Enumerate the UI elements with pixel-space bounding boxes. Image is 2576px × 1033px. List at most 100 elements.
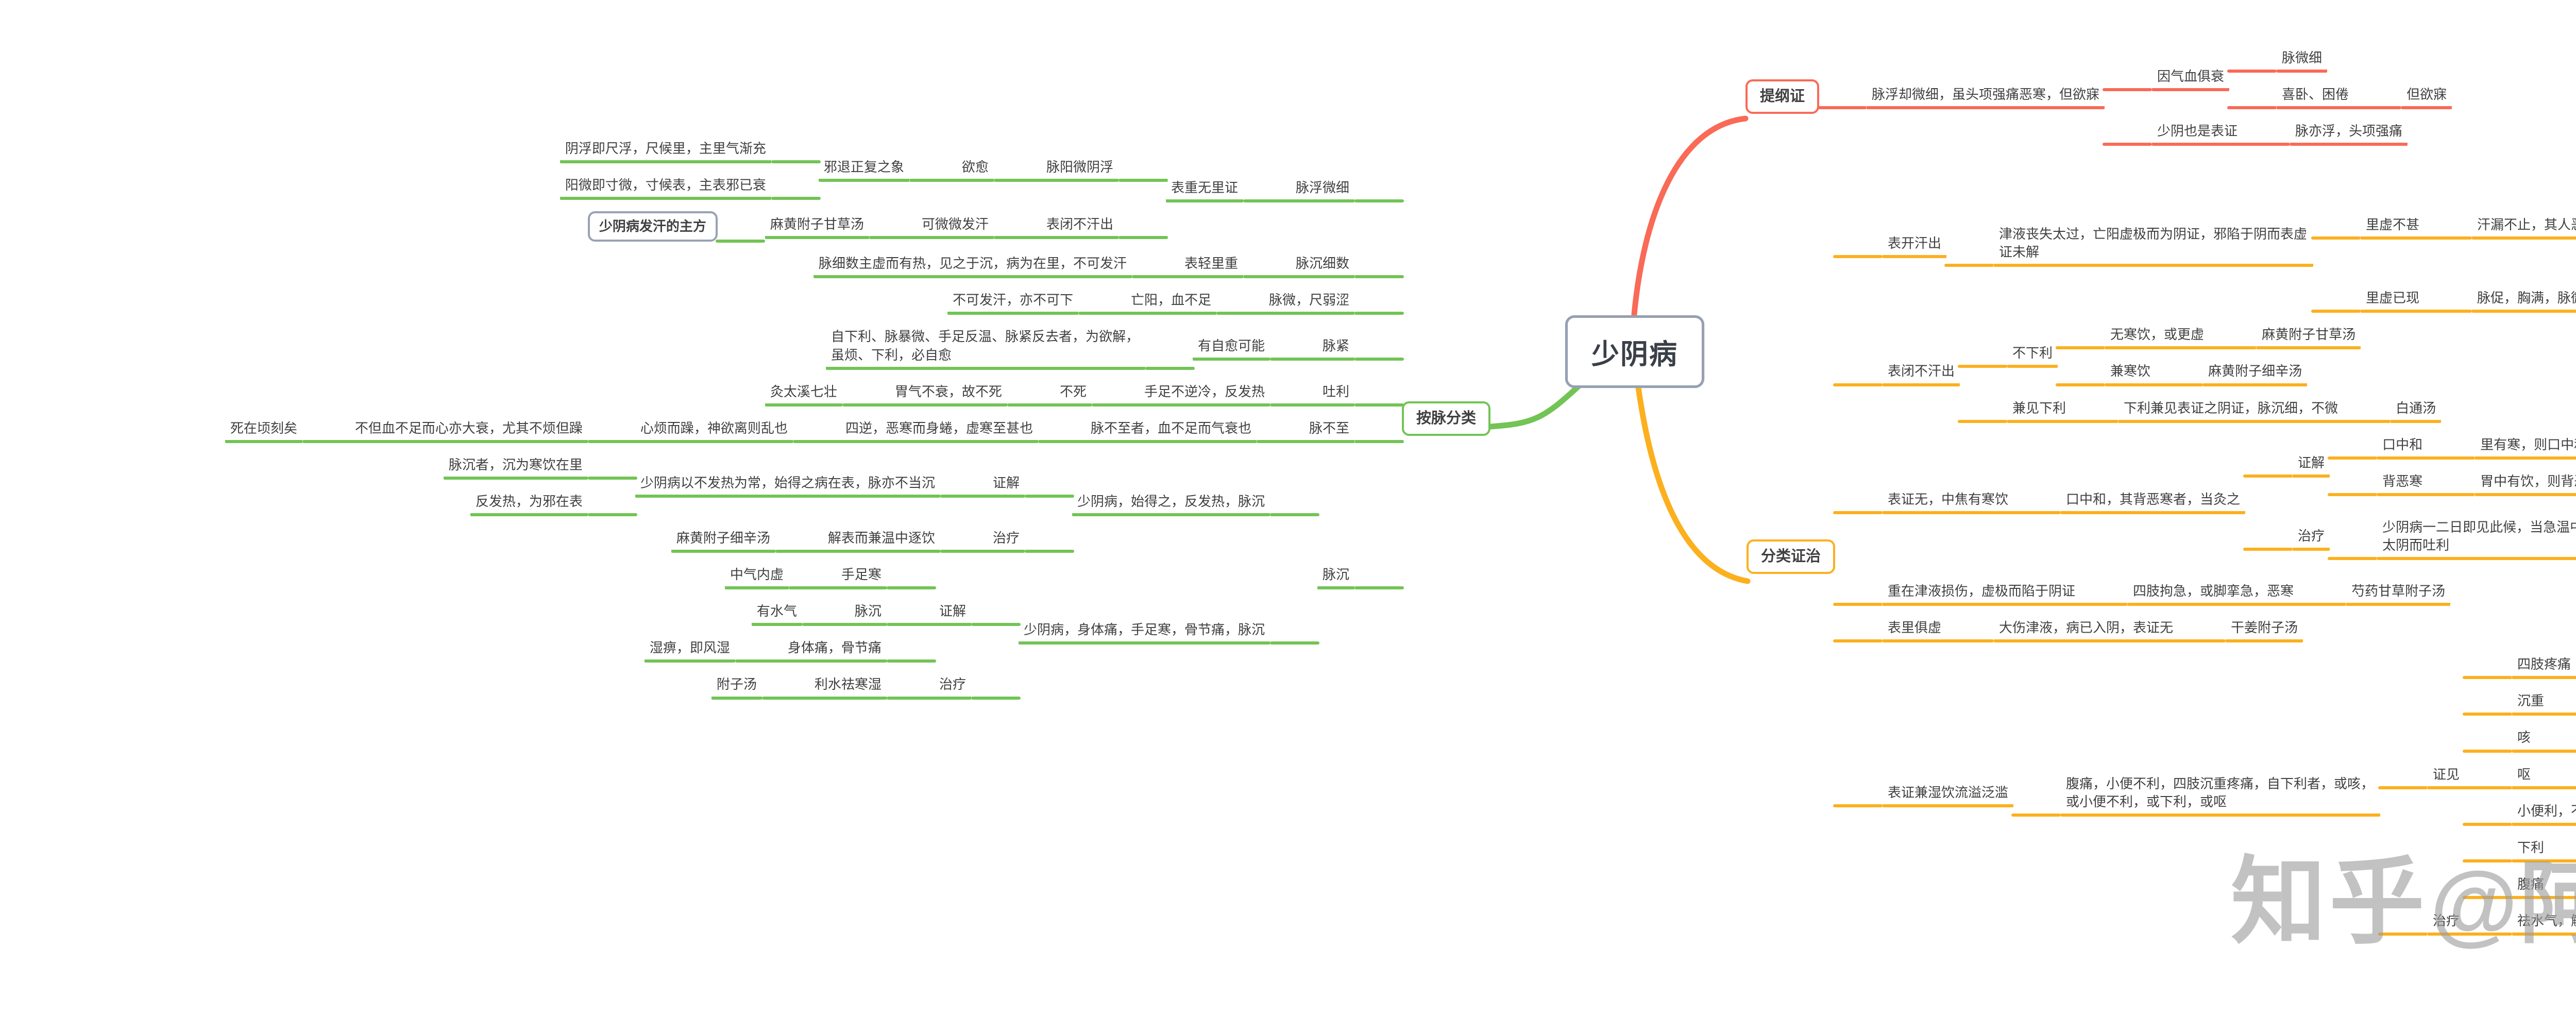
topic-node[interactable]: 灸太溪七壮 bbox=[765, 381, 892, 407]
topic-node[interactable]: 口中和 bbox=[2328, 434, 2428, 460]
topic-node[interactable]: 白通汤 bbox=[2341, 398, 2442, 423]
topic-node[interactable]: 证解 bbox=[2243, 452, 2330, 478]
topic-node[interactable]: 无寒饮，或更虚 bbox=[2056, 324, 2210, 350]
topic-node[interactable]: 不下利 bbox=[1958, 343, 2058, 368]
topic-node[interactable]: 表轻里重 bbox=[1179, 253, 1293, 279]
topic-node[interactable]: 表重无里证 bbox=[1165, 177, 1293, 203]
topic-node[interactable]: 有水气 bbox=[751, 601, 852, 626]
topic-node[interactable]: 下利 bbox=[2463, 837, 2550, 862]
topic-node[interactable]: 证见 bbox=[2378, 764, 2465, 789]
branch-root-topic[interactable]: 分类证治 bbox=[1747, 539, 1836, 574]
branch-root-topic[interactable]: 提纲证 bbox=[1745, 79, 1820, 114]
topic-node[interactable]: 麻黄附子细辛汤 bbox=[2154, 361, 2308, 386]
topic-node[interactable]: 脉沉者，沉为寒饮在里 bbox=[443, 454, 637, 480]
topic-node[interactable]: 少阴病一二日即见此候，当急温中逐饮，缓则必并于太阴而吐利 bbox=[2328, 517, 2576, 561]
topic-node[interactable]: 里虚不甚 bbox=[2311, 214, 2425, 240]
topic-node[interactable]: 不但血不足而心亦大衰，尤其不烦但躁 bbox=[349, 418, 637, 443]
topic-node[interactable]: 治疗 bbox=[987, 528, 1074, 553]
topic-node[interactable]: 利水祛寒湿 bbox=[809, 674, 936, 700]
topic-node[interactable]: 四肢疼痛 bbox=[2463, 654, 2576, 680]
topic-node[interactable]: 脉细数主虚而有热，见之于沉，病为在里，不可发汗 bbox=[813, 253, 1181, 279]
topic-node[interactable]: 解表而兼温中逐饮 bbox=[822, 528, 990, 553]
topic-node[interactable]: 心烦而躁，神欲离则乱也 bbox=[635, 418, 842, 443]
topic-node[interactable]: 四肢拘急，或脚挛急，恶寒 bbox=[2078, 581, 2299, 606]
topic-node[interactable]: 腹痛 bbox=[2463, 874, 2550, 899]
topic-node[interactable]: 津液丧失太过，亡阳虚极而为阴证，邪陷于阴而表虚证未解 bbox=[1944, 224, 2314, 267]
topic-node[interactable]: 但欲寐 bbox=[2352, 84, 2452, 110]
topic-node[interactable]: 脉阳微阴浮 bbox=[1041, 157, 1168, 182]
topic-node[interactable]: 附子汤 bbox=[711, 674, 811, 700]
topic-node[interactable]: 咳 bbox=[2463, 727, 2536, 753]
topic-node[interactable]: 不死 bbox=[1054, 381, 1141, 407]
topic-node[interactable]: 大伤津液，病已入阴，表证无 bbox=[1944, 617, 2179, 643]
topic-node[interactable]: 芍药甘草附子汤 bbox=[2297, 581, 2451, 606]
topic-node[interactable]: 死在顷刻矣 bbox=[225, 418, 352, 443]
topic-node[interactable]: 吐利 bbox=[1317, 381, 1404, 407]
topic-node[interactable]: 证解 bbox=[987, 472, 1074, 498]
topic-node[interactable]: 脉微，尺弱涩 bbox=[1263, 290, 1404, 315]
topic-node[interactable]: 兼寒饮 bbox=[2056, 361, 2156, 386]
topic-node[interactable]: 阳微即寸微，寸候表，主表邪已衰 bbox=[560, 175, 821, 200]
central-topic[interactable]: 少阴病 bbox=[1565, 315, 1704, 388]
topic-node[interactable]: 湿痹，即风湿 bbox=[644, 637, 785, 663]
topic-node[interactable]: 反发热，为邪在表 bbox=[470, 491, 637, 517]
topic-node[interactable]: 表开汗出 bbox=[1833, 233, 1947, 258]
topic-node[interactable]: 脉紧 bbox=[1317, 335, 1404, 361]
topic-node[interactable]: 有自愈可能 bbox=[1192, 335, 1319, 361]
topic-node[interactable]: 邪退正复之象 bbox=[818, 157, 959, 182]
topic-node[interactable]: 中气内虚 bbox=[724, 564, 838, 590]
topic-node[interactable]: 少阴也是表证 bbox=[2103, 121, 2243, 146]
topic-node[interactable]: 因气血俱衰 bbox=[2103, 66, 2230, 91]
topic-node[interactable]: 身体痛，骨节痛 bbox=[782, 637, 936, 663]
topic-node[interactable]: 背恶寒 bbox=[2328, 471, 2428, 496]
topic-node[interactable]: 祛水气，解表邪 bbox=[2463, 910, 2576, 936]
topic-node[interactable]: 胃气不衰，故不死 bbox=[889, 381, 1057, 407]
topic-node[interactable]: 手足寒 bbox=[836, 564, 936, 590]
topic-node[interactable]: 阴浮即尺浮，尺候里，主里气渐充 bbox=[560, 138, 821, 164]
topic-node[interactable]: 脉亦浮，头项强痛 bbox=[2241, 121, 2408, 146]
topic-node[interactable]: 脉沉 bbox=[1317, 564, 1404, 590]
topic-node[interactable]: 口中和，其背恶寒者，当灸之 bbox=[2011, 489, 2246, 515]
topic-node[interactable]: 胃中有饮，则背恶寒 bbox=[2426, 471, 2576, 496]
topic-node[interactable]: 欲愈 bbox=[956, 157, 1043, 182]
topic-node[interactable]: 下利兼见表证之阴证，脉沉细，不微 bbox=[2069, 398, 2344, 423]
topic-node[interactable]: 证解 bbox=[934, 601, 1021, 626]
topic-node[interactable]: 里虚已现 bbox=[2311, 287, 2425, 313]
topic-node[interactable]: 喜卧、困倦 bbox=[2227, 84, 2354, 110]
topic-node[interactable]: 麻黄附子甘草汤 bbox=[2207, 324, 2361, 350]
topic-node[interactable]: 脉不至 bbox=[1303, 418, 1404, 443]
topic-node[interactable]: 脉浮微细 bbox=[1290, 177, 1404, 203]
topic-node[interactable]: 表闭不汗出 bbox=[1833, 361, 1960, 386]
topic-node[interactable]: 脉浮却微细，虽头项强痛恶寒，但欲寐 bbox=[1817, 84, 2105, 110]
topic-node[interactable]: 可微微发汗 bbox=[916, 214, 1043, 240]
topic-node[interactable]: 麻黄附子细辛汤 bbox=[671, 528, 825, 553]
topic-node[interactable]: 里有寒，则口中和 bbox=[2426, 434, 2576, 460]
topic-node[interactable]: 治疗 bbox=[2243, 526, 2330, 551]
topic-node[interactable]: 脉微细 bbox=[2227, 47, 2328, 73]
topic-node[interactable]: 少阴病以不发热为常，始得之病在表，脉亦不当沉 bbox=[635, 472, 990, 498]
topic-node[interactable]: 汗漏不止，其人恶风，小便难，四肢微急，难以屈伸 bbox=[2422, 214, 2576, 240]
topic-node[interactable]: 少阴病，身体痛，手足寒，骨节痛，脉沉 bbox=[1018, 619, 1319, 645]
topic-node[interactable]: 脉不至者，血不足而气衰也 bbox=[1085, 418, 1306, 443]
topic-node[interactable]: 四逆，恶寒而身蜷，虚寒至甚也 bbox=[840, 418, 1088, 443]
topic-node[interactable]: 脉沉细数 bbox=[1290, 253, 1404, 279]
topic-node[interactable]: 治疗 bbox=[2378, 910, 2465, 936]
topic-node[interactable]: 不可发汗，亦不可下 bbox=[947, 290, 1128, 315]
topic-node[interactable]: 脉沉 bbox=[849, 601, 936, 626]
topic-node[interactable]: 自下利、脉暴微、手足反温、脉紧反去者，为欲解，虽烦、下利，必自愈 bbox=[825, 326, 1195, 370]
topic-node[interactable]: 干姜附子汤 bbox=[2176, 617, 2303, 643]
topic-node[interactable]: 表闭不汗出 bbox=[1041, 214, 1168, 240]
topic-node[interactable]: 脉促，胸满，脉微，恶寒 bbox=[2422, 287, 2576, 313]
topic-node[interactable]: 腹痛，小便不利，四肢沉重疼痛，自下利者，或咳，或小便不利，或下利，或呕 bbox=[2011, 773, 2381, 817]
topic-node[interactable]: 少阴病，始得之，反发热，脉沉 bbox=[1072, 491, 1319, 517]
branch-root-topic[interactable]: 按脉分类 bbox=[1401, 401, 1490, 436]
topic-node[interactable]: 亡阳，血不足 bbox=[1125, 290, 1266, 315]
topic-node[interactable]: 表证兼湿饮流溢泛滥 bbox=[1833, 782, 2014, 808]
topic-node[interactable]: 呕 bbox=[2463, 764, 2536, 789]
topic-node[interactable]: 重在津液损伤，虚极而陷于阴证 bbox=[1833, 581, 2081, 606]
topic-node[interactable]: 手足不逆冷，反发热 bbox=[1139, 381, 1319, 407]
summary-box-topic[interactable]: 少阴病发汗的主方 bbox=[587, 211, 765, 243]
topic-node[interactable]: 治疗 bbox=[934, 674, 1021, 700]
topic-node[interactable]: 表证无，中焦有寒饮 bbox=[1833, 489, 2014, 515]
topic-node[interactable]: 表里俱虚 bbox=[1833, 617, 1947, 643]
